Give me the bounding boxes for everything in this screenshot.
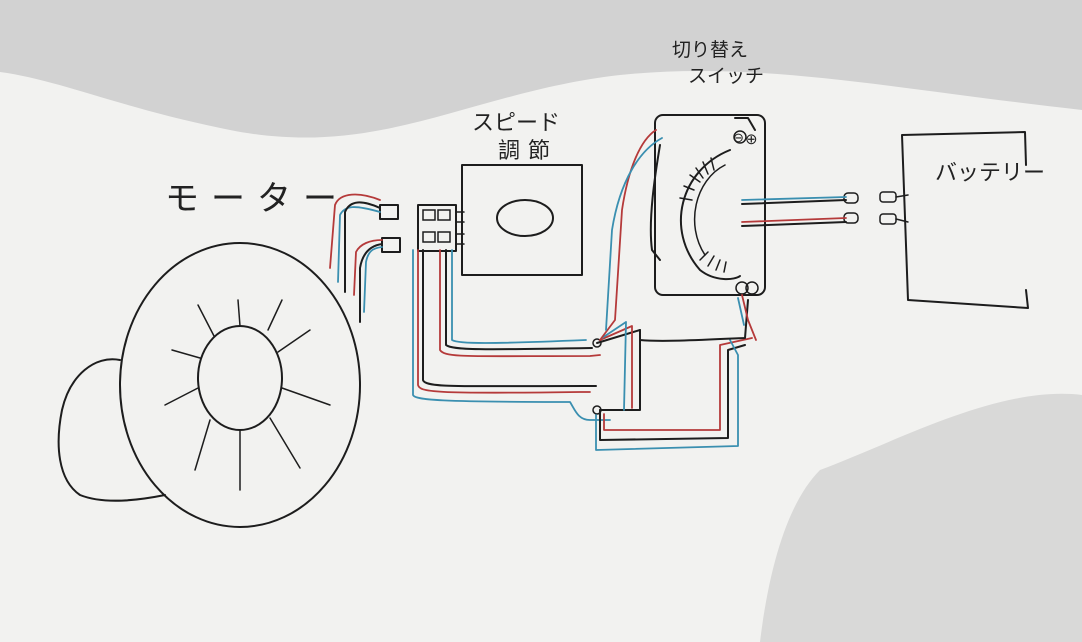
speed-label-line1: スピード [472,111,560,136]
speed-controller: スピード 調節 [417,111,583,276]
speed-controller-body [461,164,583,276]
switch-minus-terminal: ⊖ [733,131,744,146]
battery-body [901,131,1029,309]
toggle-switch: ⊖ ⊕ 切り替え スイッチ [654,39,766,296]
speed-knob [496,199,554,237]
fan-spokes [164,299,331,491]
terminal-block [417,204,457,252]
motor: モーター [57,179,361,528]
switch-body [654,114,766,296]
top-shadow [0,0,1082,138]
controller-wiring [412,117,757,451]
right-shadow [760,393,1082,642]
battery: バッテリー [843,131,1045,309]
switch-label-line1: 切り替え [672,39,748,61]
switch-arc [679,149,741,281]
motor-body [57,358,166,502]
motor-label: モーター [165,179,349,219]
motor-connectors [329,193,401,323]
switch-label-line2: スイッチ [688,65,764,87]
motor-fan-housing [119,242,361,528]
switch-plus-terminal: ⊕ [745,130,758,148]
speed-label-line2: 調節 [498,139,558,164]
battery-wires [741,196,847,227]
switch-arc-inner [693,164,726,256]
battery-label: バッテリー [935,161,1045,186]
